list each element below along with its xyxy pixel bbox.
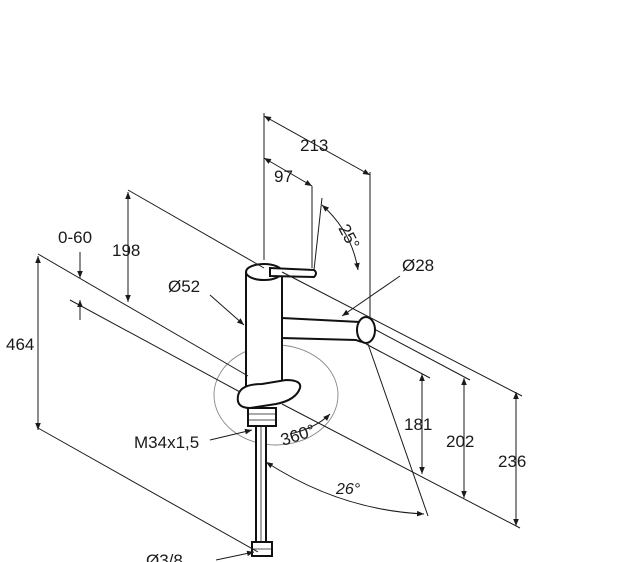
label-25deg: 25° bbox=[334, 221, 363, 253]
faucet-body bbox=[213, 263, 376, 557]
label-464: 464 bbox=[6, 335, 34, 354]
label-97: 97 bbox=[274, 167, 293, 186]
base-plate bbox=[236, 378, 302, 410]
label-d28: Ø28 bbox=[402, 256, 434, 275]
label-213: 213 bbox=[300, 136, 328, 155]
label-m34: M34x1,5 bbox=[134, 433, 199, 452]
dimension-labels: 213 97 25° 0-60 198 Ø28 Ø52 464 M34x1,5 … bbox=[6, 136, 526, 562]
lever-handle bbox=[269, 266, 317, 279]
label-202: 202 bbox=[446, 432, 474, 451]
dimension-lines bbox=[35, 113, 523, 561]
label-d38: Ø3/8 bbox=[146, 551, 183, 562]
label-d52: Ø52 bbox=[168, 277, 200, 296]
label-26deg: 26° bbox=[335, 481, 361, 498]
label-181: 181 bbox=[404, 415, 432, 434]
label-0-60: 0-60 bbox=[58, 228, 92, 247]
label-236: 236 bbox=[498, 452, 526, 471]
label-360deg: 360° bbox=[278, 421, 317, 450]
label-198: 198 bbox=[112, 241, 140, 260]
mounting-nut bbox=[247, 407, 277, 427]
